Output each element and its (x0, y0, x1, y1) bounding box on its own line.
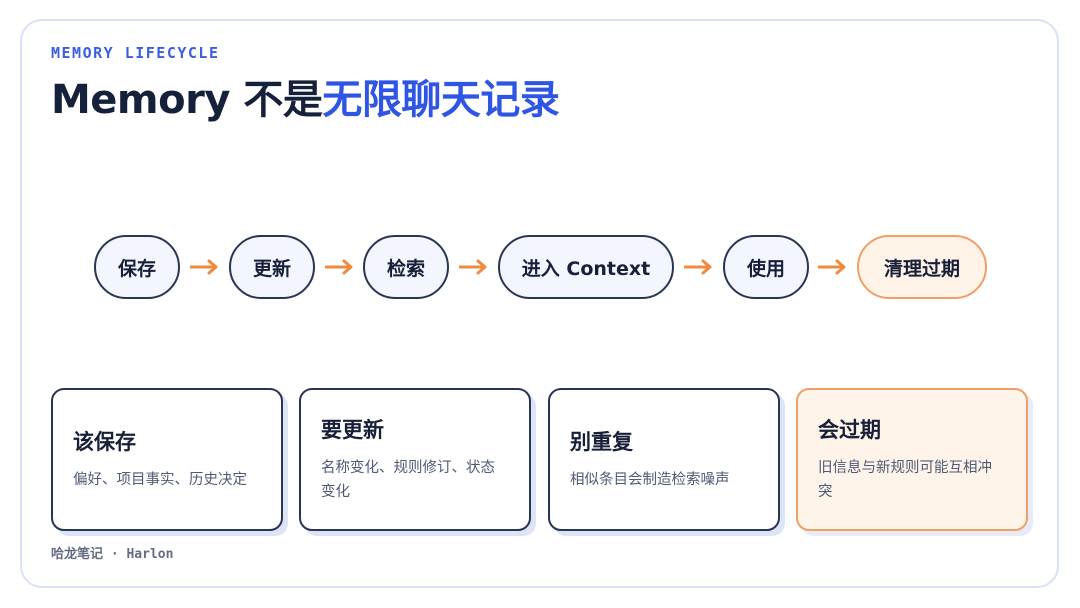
card-desc: 相似条目会制造检索噪声 (570, 471, 730, 488)
flow-step-retrieve: 检索 (363, 235, 449, 299)
card-must-update: 要更新 名称变化、规则修订、状态变化 (299, 388, 531, 531)
card-desc: 名称变化、规则修订、状态变化 (321, 459, 495, 500)
page-title: Memory 不是无限聊天记录 (51, 72, 560, 128)
flow-step-enter-context: 进入 Context (498, 235, 674, 299)
flow-step-update: 更新 (229, 235, 315, 299)
flow-step-cleanup-expired: 清理过期 (857, 235, 987, 299)
title-accent: 无限聊天记录 (322, 77, 560, 123)
flow-step-use: 使用 (723, 235, 809, 299)
footer-credit: 哈龙笔记 · Harlon (51, 547, 174, 562)
card-desc: 旧信息与新规则可能互相冲突 (818, 459, 992, 500)
flow-step-save: 保存 (94, 235, 180, 299)
title-prefix: Memory 不是 (51, 77, 323, 123)
card-desc: 偏好、项目事实、历史决定 (73, 471, 247, 488)
card-should-save: 该保存 偏好、项目事实、历史决定 (51, 388, 283, 531)
card-title: 会过期 (818, 417, 881, 442)
section-kicker: MEMORY LIFECYCLE (51, 44, 220, 62)
card-title: 要更新 (321, 417, 384, 442)
card-no-duplicate: 别重复 相似条目会制造检索噪声 (548, 388, 780, 531)
card-title: 别重复 (570, 429, 633, 454)
card-title: 该保存 (73, 429, 136, 454)
card-will-expire: 会过期 旧信息与新规则可能互相冲突 (796, 388, 1028, 531)
